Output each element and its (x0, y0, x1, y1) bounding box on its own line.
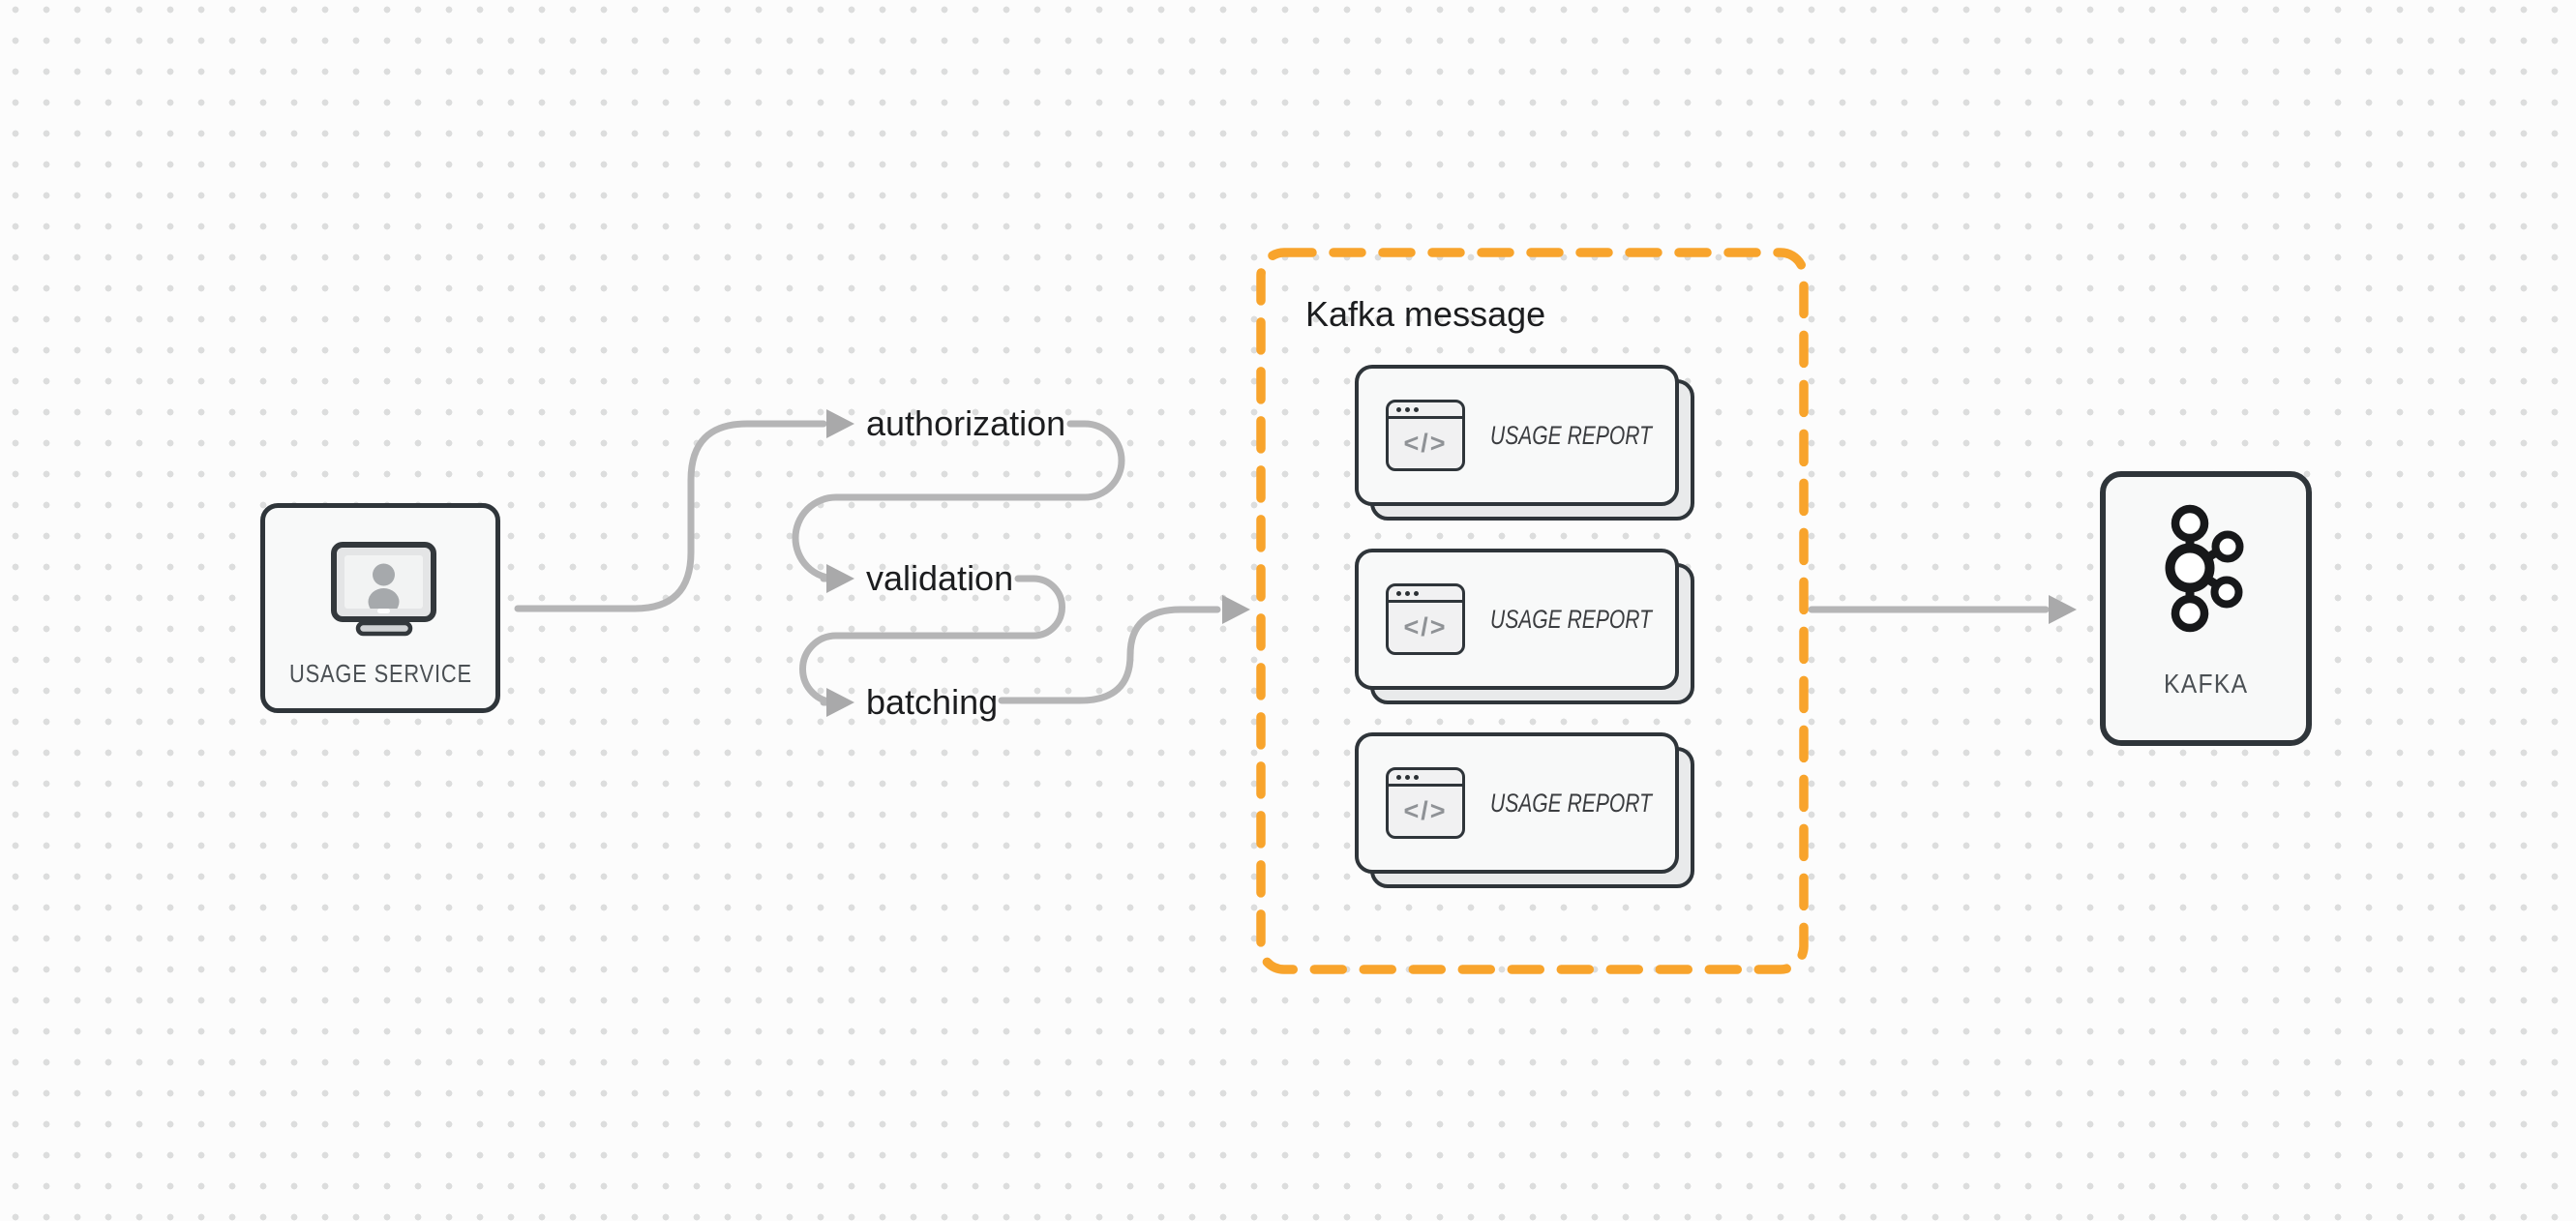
flow-step-batching[interactable]: batching (866, 682, 999, 722)
kafka-label: KAFKA (2163, 669, 2249, 699)
code-window-icon: </> (1386, 583, 1465, 655)
code-glyph: </> (1403, 612, 1448, 641)
connector-authorization-to-validation[interactable] (792, 420, 1125, 582)
usage-report-label: USAGE REPORT (1490, 788, 1652, 818)
connector-validation-to-batching[interactable] (799, 575, 1065, 706)
arrowhead-kafka-message (1222, 595, 1250, 624)
arrowhead-batching (826, 688, 854, 717)
kafka-message-group-title[interactable]: Kafka message (1305, 294, 1546, 334)
usage-report-card[interactable]: </> USAGE REPORT (1355, 549, 1679, 690)
flow-step-validation[interactable]: validation (866, 558, 1014, 598)
monitor-user-icon (331, 542, 436, 637)
kafka-node[interactable]: KAFKA (2100, 471, 2312, 746)
usage-report-card-stack: </> USAGE REPORT (1355, 365, 1694, 521)
usage-report-label: USAGE REPORT (1490, 604, 1652, 634)
connector-batching-to-kafka-message[interactable] (998, 606, 1221, 704)
flow-step-authorization[interactable]: authorization (866, 403, 1066, 443)
code-glyph: </> (1403, 796, 1448, 825)
connector-usage-to-authorization[interactable] (514, 420, 827, 612)
usage-service-node[interactable]: USAGE SERVICE (260, 503, 500, 713)
usage-report-card-stack: </> USAGE REPORT (1355, 732, 1694, 888)
usage-report-label: USAGE REPORT (1490, 420, 1652, 450)
usage-service-label: USAGE SERVICE (288, 659, 472, 688)
arrowhead-kafka (2049, 595, 2077, 624)
arrowhead-validation (826, 564, 854, 593)
kafka-message-group-frame[interactable] (1256, 248, 1809, 974)
code-window-icon: </> (1386, 767, 1465, 839)
usage-report-card[interactable]: </> USAGE REPORT (1355, 365, 1679, 506)
code-window-icon: </> (1386, 400, 1465, 471)
code-glyph: </> (1403, 429, 1448, 458)
kafka-logo-icon (2165, 504, 2244, 633)
usage-report-card[interactable]: </> USAGE REPORT (1355, 732, 1679, 874)
usage-report-card-stack: </> USAGE REPORT (1355, 549, 1694, 704)
arrowhead-authorization (826, 409, 854, 438)
